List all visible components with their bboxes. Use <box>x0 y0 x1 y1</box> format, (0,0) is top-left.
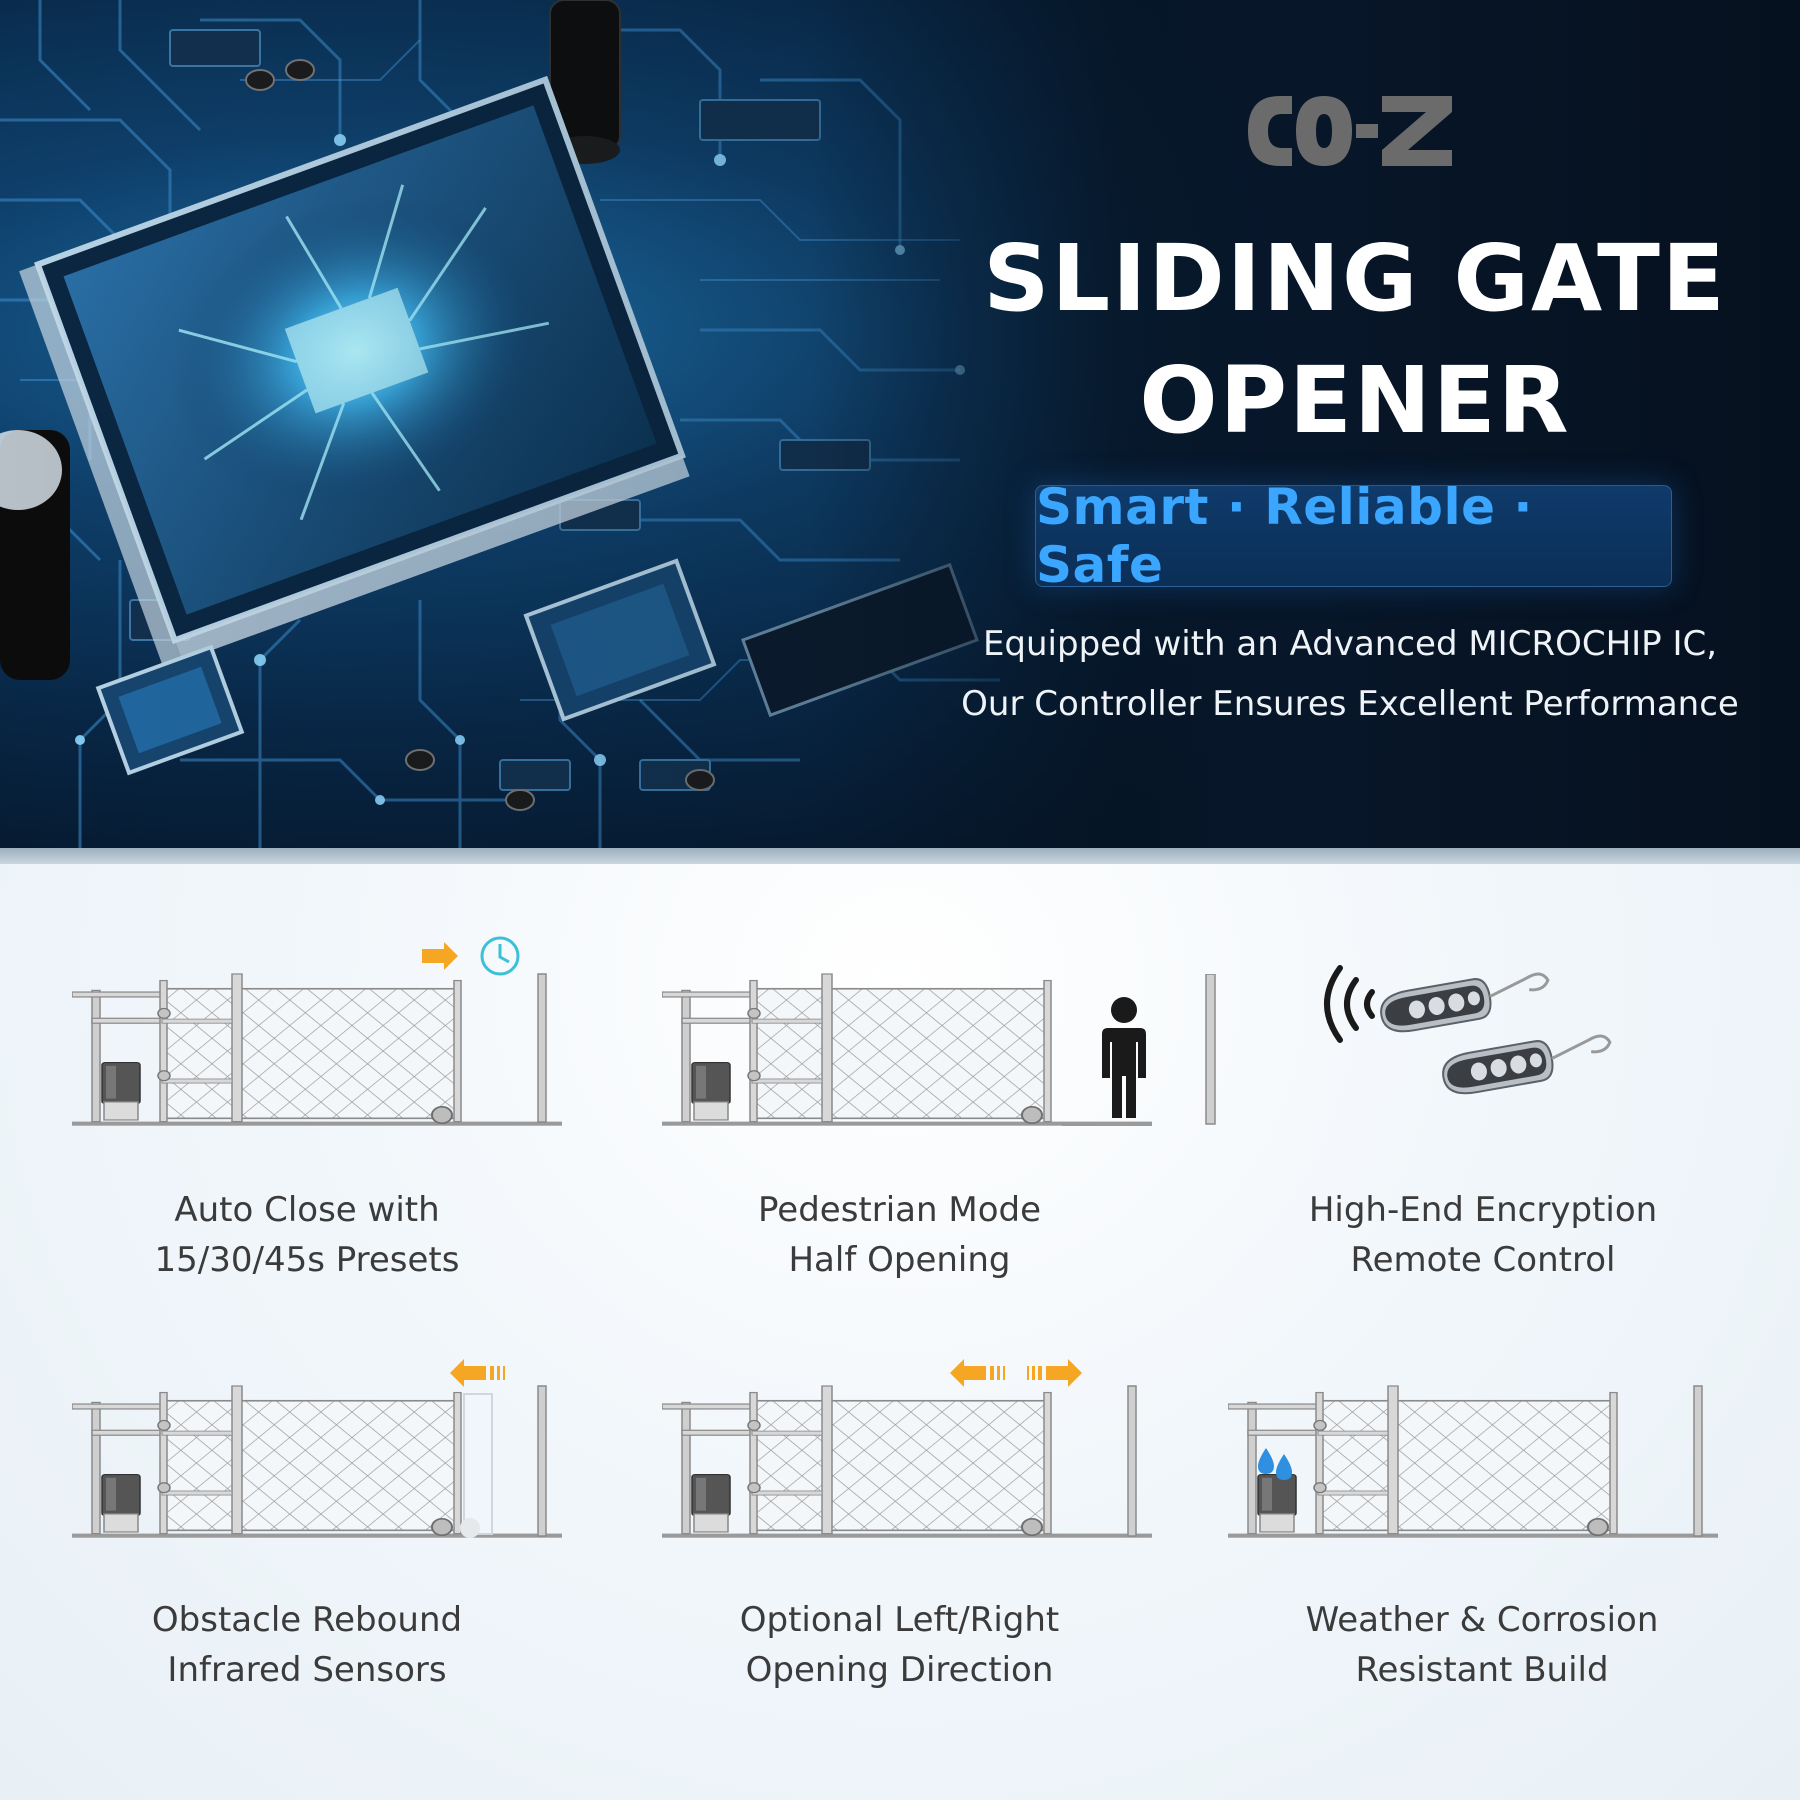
feature-auto-close: Auto Close with 15/30/45s Presets <box>72 930 572 1290</box>
feature-label-line1: Auto Close with <box>174 1190 440 1230</box>
hero-section: SLIDING GATE OPENER Smart · Reliable · S… <box>0 0 1800 848</box>
gate-obstacle-icon <box>72 1359 563 1539</box>
description-line2: Our Controller Ensures Excellent Perform… <box>961 684 1739 724</box>
feature-label-line2: Infrared Sensors <box>167 1650 447 1690</box>
feature-opening-direction: Optional Left/Right Opening Direction <box>662 1350 1162 1710</box>
product-title-line1: SLIDING GATE <box>983 225 1727 332</box>
feature-label-line1: High-End Encryption <box>1308 1190 1658 1230</box>
feature-pedestrian-label: Pedestrian Mode Half Opening <box>662 1185 1137 1285</box>
section-divider <box>0 848 1800 864</box>
gate-pedestrian-icon <box>662 973 1153 1127</box>
gate-direction-icon <box>662 1359 1153 1539</box>
feature-remote-control: High-End Encryption Remote Control <box>1300 930 1720 1290</box>
feature-label-line2: 15/30/45s Presets <box>154 1240 460 1280</box>
brand-logo <box>1248 96 1452 166</box>
feature-obstacle-label: Obstacle Rebound Infrared Sensors <box>72 1595 542 1695</box>
feature-label-line1: Optional Left/Right <box>739 1600 1060 1640</box>
water-drop-icon <box>1258 1448 1292 1480</box>
feature-label-line2: Resistant Build <box>1355 1650 1609 1690</box>
feature-label-line2: Half Opening <box>788 1240 1011 1280</box>
feature-obstacle-rebound: Obstacle Rebound Infrared Sensors <box>72 1350 572 1710</box>
gate-weather-icon <box>1228 1385 1719 1539</box>
product-description: Equipped with an Advanced MICROCHIP IC, … <box>930 614 1770 734</box>
gate-post-icon <box>1205 974 1216 1125</box>
product-title-line2: OPENER <box>1139 347 1571 454</box>
feature-pedestrian-mode: Pedestrian Mode Half Opening <box>662 930 1182 1290</box>
tagline-badge: Smart · Reliable · Safe <box>1035 478 1672 594</box>
description-line1: Equipped with an Advanced MICROCHIP IC, <box>982 624 1718 664</box>
feature-label-line2: Remote Control <box>1350 1240 1616 1280</box>
feature-label-line1: Pedestrian Mode <box>757 1190 1041 1230</box>
feature-auto-close-label: Auto Close with 15/30/45s Presets <box>72 1185 542 1285</box>
tagline-text: Smart · Reliable · Safe <box>1036 478 1533 594</box>
signal-icon <box>1324 965 1375 1043</box>
pedestrian-icon <box>1102 997 1146 1118</box>
gate-auto-close-icon <box>72 936 563 1127</box>
feature-weather-label: Weather & Corrosion Resistant Build <box>1228 1595 1736 1695</box>
hero-gradient-overlay <box>0 0 1800 848</box>
feature-label-line2: Opening Direction <box>745 1650 1054 1690</box>
feature-weather-resistant: Weather & Corrosion Resistant Build <box>1228 1350 1728 1710</box>
feature-label-line1: Obstacle Rebound <box>151 1600 463 1640</box>
feature-direction-label: Optional Left/Right Opening Direction <box>662 1595 1137 1695</box>
remote-control-icon <box>1324 965 1612 1095</box>
feature-remote-label: High-End Encryption Remote Control <box>1300 1185 1666 1285</box>
feature-label-line1: Weather & Corrosion <box>1305 1600 1659 1640</box>
product-title: SLIDING GATE OPENER <box>960 218 1750 462</box>
